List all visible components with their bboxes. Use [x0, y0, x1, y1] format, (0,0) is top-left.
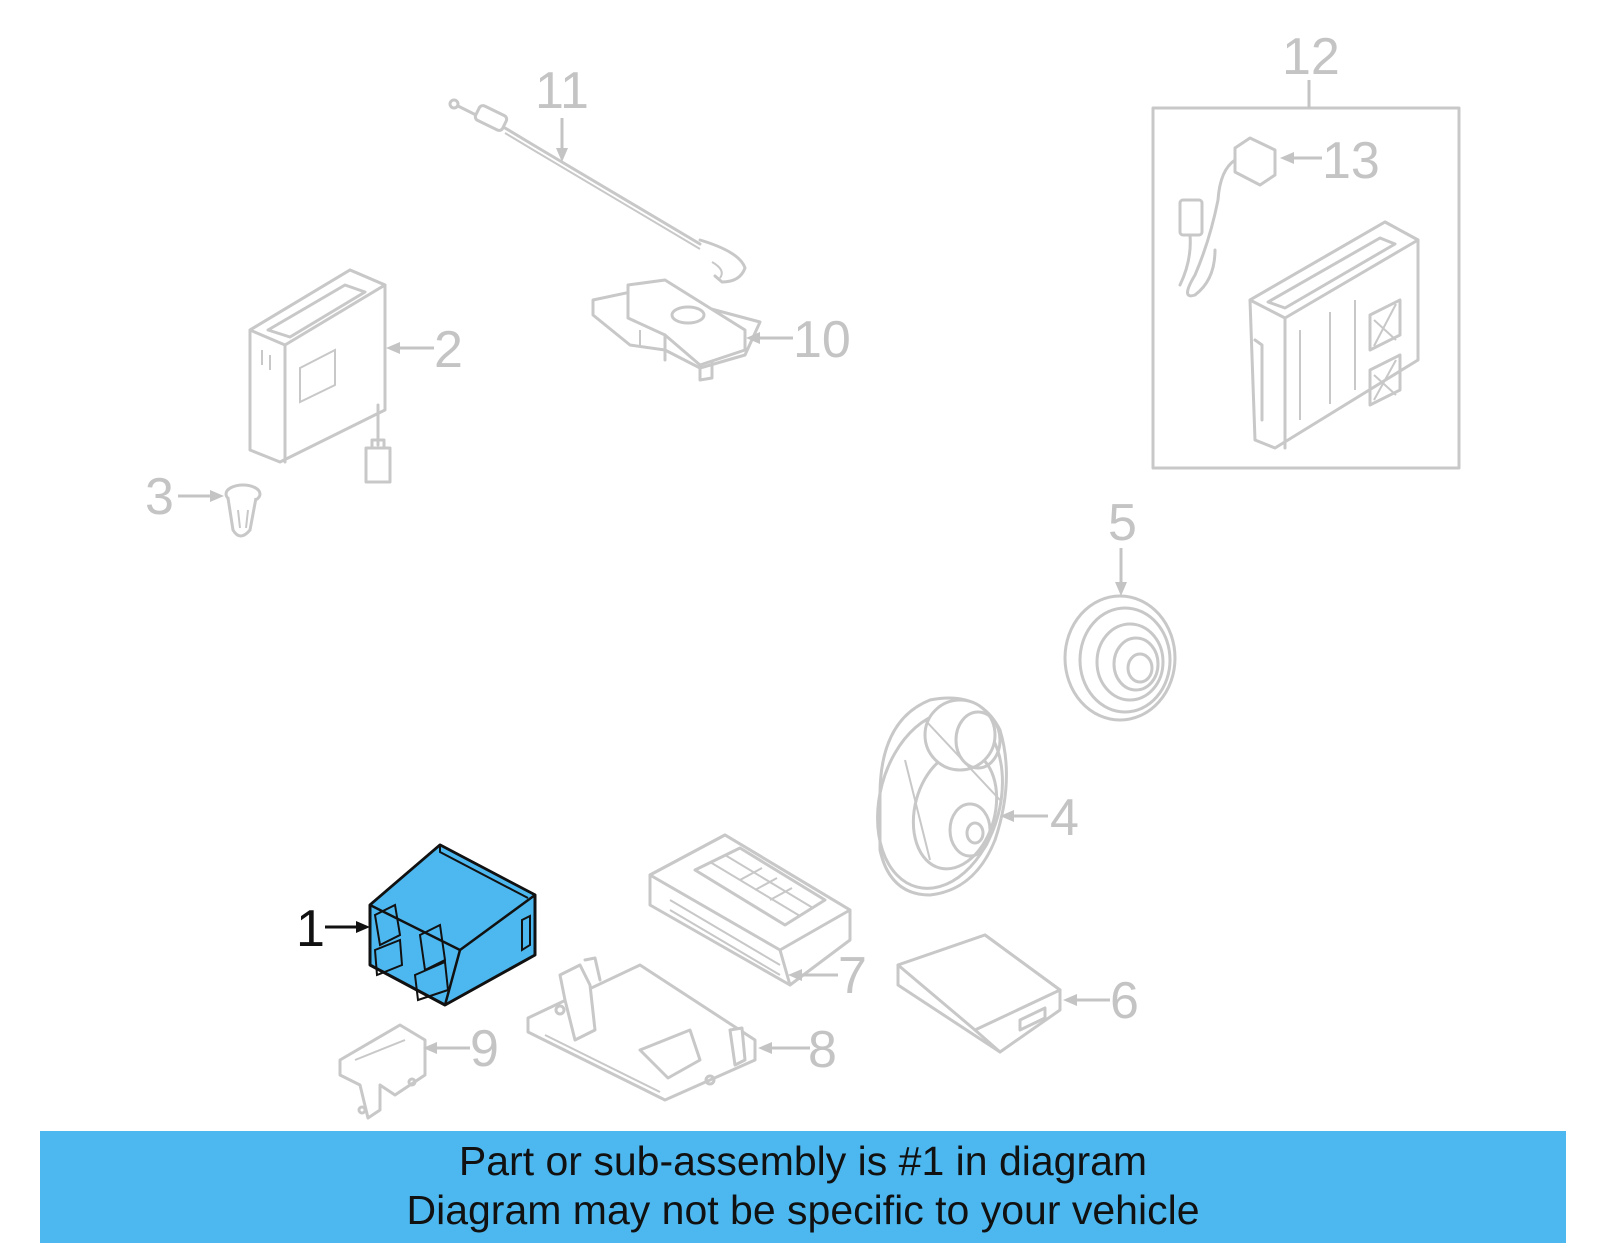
callout-leaders	[178, 80, 1322, 1054]
callout-6[interactable]: 6	[1110, 972, 1139, 1030]
part-1-highlighted-module[interactable]	[368, 843, 537, 1007]
callout-4[interactable]: 4	[1050, 789, 1079, 847]
part-8-bracket[interactable]	[526, 956, 757, 1102]
part-2-control-unit[interactable]	[248, 268, 392, 484]
part-4-speaker-large[interactable]	[859, 696, 1021, 903]
callout-12[interactable]: 12	[1282, 28, 1340, 86]
callout-7[interactable]: 7	[838, 947, 867, 1005]
part-13-harness[interactable]	[1178, 136, 1277, 298]
part-6-module[interactable]	[896, 933, 1062, 1054]
banner-line-2: Diagram may not be specific to your vehi…	[406, 1187, 1200, 1233]
callout-labels: 1 2 3 4 5 6 7 8 9 10 11 12 13	[145, 28, 1380, 1079]
callout-11[interactable]: 11	[535, 62, 589, 120]
callout-8[interactable]: 8	[808, 1021, 837, 1079]
part-5-speaker-small[interactable]	[1063, 594, 1177, 722]
banner-line-1: Part or sub-assembly is #1 in diagram	[458, 1138, 1148, 1184]
callout-1[interactable]: 1	[296, 900, 325, 958]
part-3-clip[interactable]	[224, 483, 262, 538]
callout-2[interactable]: 2	[434, 321, 463, 379]
part-9-bracket[interactable]	[338, 1023, 427, 1120]
callout-10[interactable]: 10	[793, 311, 851, 369]
callout-9[interactable]: 9	[470, 1020, 499, 1078]
part-7-amplifier[interactable]	[648, 833, 852, 987]
info-banner: Part or sub-assembly is #1 in diagram Di…	[40, 1131, 1566, 1243]
part-12-assembly-box[interactable]	[1151, 106, 1461, 470]
callout-3[interactable]: 3	[145, 468, 174, 526]
callout-13[interactable]: 13	[1322, 132, 1380, 190]
part-12-housing[interactable]	[1248, 220, 1420, 450]
callout-5[interactable]: 5	[1108, 494, 1137, 552]
part-10-module[interactable]	[591, 278, 762, 382]
part-11-antenna-cable[interactable]	[448, 98, 747, 284]
